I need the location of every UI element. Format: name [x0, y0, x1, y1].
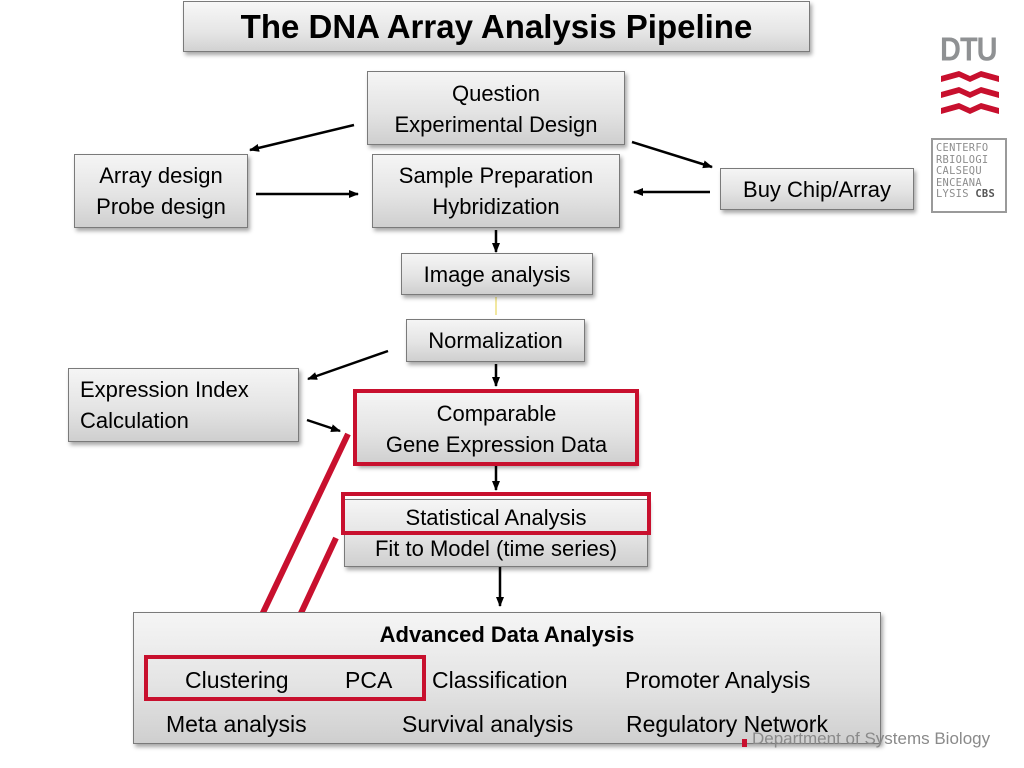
item-regulatory-network: Regulatory Network — [626, 711, 828, 737]
item-survival-analysis: Survival analysis — [402, 711, 574, 737]
dtu-waves-logo — [941, 71, 999, 114]
arrow-normalization-to-expression-index — [307, 349, 389, 381]
red-arrow-comparable-to-clustering — [247, 432, 351, 642]
footer-department: Department of Systems Biology — [752, 729, 991, 748]
highlight-frame-comparable — [353, 389, 639, 466]
node-sample-preparation: Sample Preparation Hybridization — [372, 154, 620, 228]
item-pca: PCA — [345, 667, 393, 693]
highlight-frame-clustering-pca — [144, 655, 426, 701]
page-title: The DNA Array Analysis Pipeline — [183, 1, 810, 52]
item-classification: Classification — [432, 667, 568, 693]
node-array-design: Array design Probe design — [74, 154, 248, 228]
item-promoter-analysis: Promoter Analysis — [625, 667, 811, 693]
node-advanced-data-analysis: Advanced Data Analysis Clustering PCA Cl… — [133, 612, 881, 744]
node-comparable-data: Comparable Gene Expression Data — [356, 391, 637, 465]
advanced-title: Advanced Data Analysis — [379, 622, 635, 647]
highlight-frame-statistical — [341, 492, 651, 535]
footer-mark — [742, 739, 747, 747]
item-clustering: Clustering — [185, 667, 289, 693]
node-expression-index: Expression Index Calculation — [68, 368, 299, 442]
item-meta-analysis: Meta analysis — [166, 711, 307, 737]
arrow-question-to-array-design — [249, 123, 355, 152]
node-statistical-analysis: Statistical Analysis Fit to Model (time … — [344, 499, 648, 567]
dtu-logo: DTU — [940, 31, 998, 69]
node-normalization: Normalization — [406, 319, 585, 362]
arrow-question-to-buy-chip — [631, 140, 713, 169]
arrow-expression-index-to-comparable — [306, 418, 341, 433]
node-buy-chip: Buy Chip/Array — [720, 168, 914, 210]
cbs-logo: CENTERFO RBIOLOGI CALSEQU ENCEANA LYSIS … — [931, 138, 1007, 213]
node-question: Question Experimental Design — [367, 71, 625, 145]
node-image-analysis: Image analysis — [401, 253, 593, 295]
